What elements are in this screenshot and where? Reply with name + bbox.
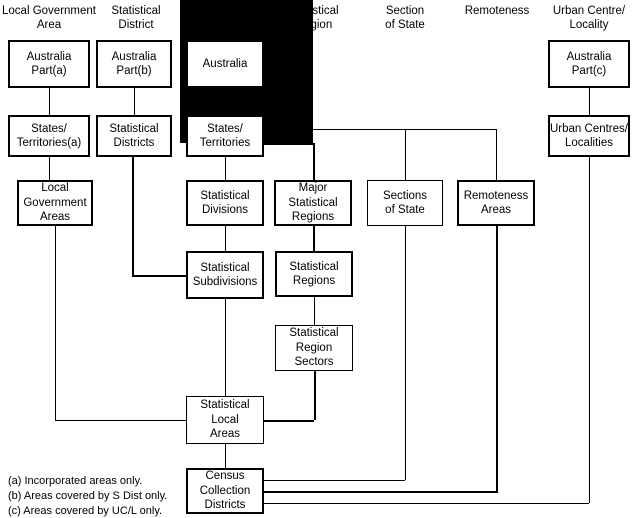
node-lgas[interactable]: Local Government Areas: [17, 180, 93, 226]
connector-states_a-lgas: [49, 157, 50, 180]
node-aus_a[interactable]: Australia Part(a): [8, 40, 90, 88]
node-ucls[interactable]: Urban Centres/ Localities: [548, 115, 630, 157]
connector-sdists-ssubs: [132, 275, 186, 277]
node-sdivs[interactable]: Statistical Divisions: [186, 180, 264, 226]
connector-ccds-ucl-v: [589, 157, 590, 503]
node-aus_c[interactable]: Australia Part(c): [548, 40, 630, 88]
node-slas[interactable]: Statistical Local Areas: [186, 396, 264, 444]
column-header-remote: Remoteness: [464, 5, 530, 17]
column-header-lga: Local Government Area: [2, 5, 96, 31]
node-aus[interactable]: Australia: [186, 40, 264, 88]
connector-aus_a-states_a: [49, 88, 50, 115]
node-ccds[interactable]: Census Collection Districts: [186, 468, 264, 514]
connector-msr-sregs: [313, 226, 315, 251]
connector-ccds-sos-v: [405, 226, 406, 480]
node-sregs[interactable]: Statistical Regions: [275, 251, 353, 297]
node-sdists[interactable]: Statistical Districts: [96, 115, 172, 157]
connector-lgas-slas: [55, 420, 186, 421]
connector-srs-slas: [264, 420, 314, 422]
footnotes: (a) Incorporated areas only. (b) Areas c…: [8, 475, 168, 517]
node-sos_box[interactable]: Sections of State: [367, 180, 443, 226]
connector-srs-down: [314, 371, 316, 420]
connector-ccds-ucl-h: [264, 503, 589, 504]
node-aus_b[interactable]: Australia Part(b): [96, 40, 172, 88]
node-ssubs[interactable]: Statistical Subdivisions: [186, 251, 264, 299]
node-msr[interactable]: Major Statistical Regions: [274, 180, 352, 226]
node-states[interactable]: States/ Territories: [186, 115, 264, 157]
connector-lgas-down: [55, 226, 56, 420]
connector-states-sdivs: [225, 157, 226, 180]
column-header-sdist: Statistical District: [111, 5, 161, 31]
node-ra[interactable]: Remoteness Areas: [457, 180, 535, 226]
connector-ccds-ra-v: [496, 226, 498, 493]
connector-ssubs-slas: [225, 299, 226, 396]
column-header-ucl: Urban Centre/ Locality: [552, 5, 626, 31]
connector-ccds-ra-h: [264, 491, 496, 493]
connector-ccds-sos-h: [264, 480, 405, 481]
node-states_a[interactable]: States/ Territories(a): [8, 115, 90, 157]
node-srs[interactable]: Statistical Region Sectors: [275, 325, 353, 371]
connector-sdivs-ssubs: [225, 226, 226, 251]
connector-states-right-h: [264, 129, 496, 130]
connector-aus_b-sdists: [134, 88, 135, 115]
connector-states-msr-v: [313, 143, 315, 180]
connector-sregs-srs: [314, 297, 315, 325]
column-header-sos: Section of State: [385, 5, 425, 31]
connector-sdists-down: [132, 157, 134, 275]
connector-slas-ccds: [225, 444, 226, 468]
connector-states-ra-v: [496, 129, 497, 180]
connector-states-sos-v: [405, 129, 406, 180]
connector-states-msr-h: [264, 143, 313, 145]
connector-aus_c-ucls: [589, 88, 590, 115]
